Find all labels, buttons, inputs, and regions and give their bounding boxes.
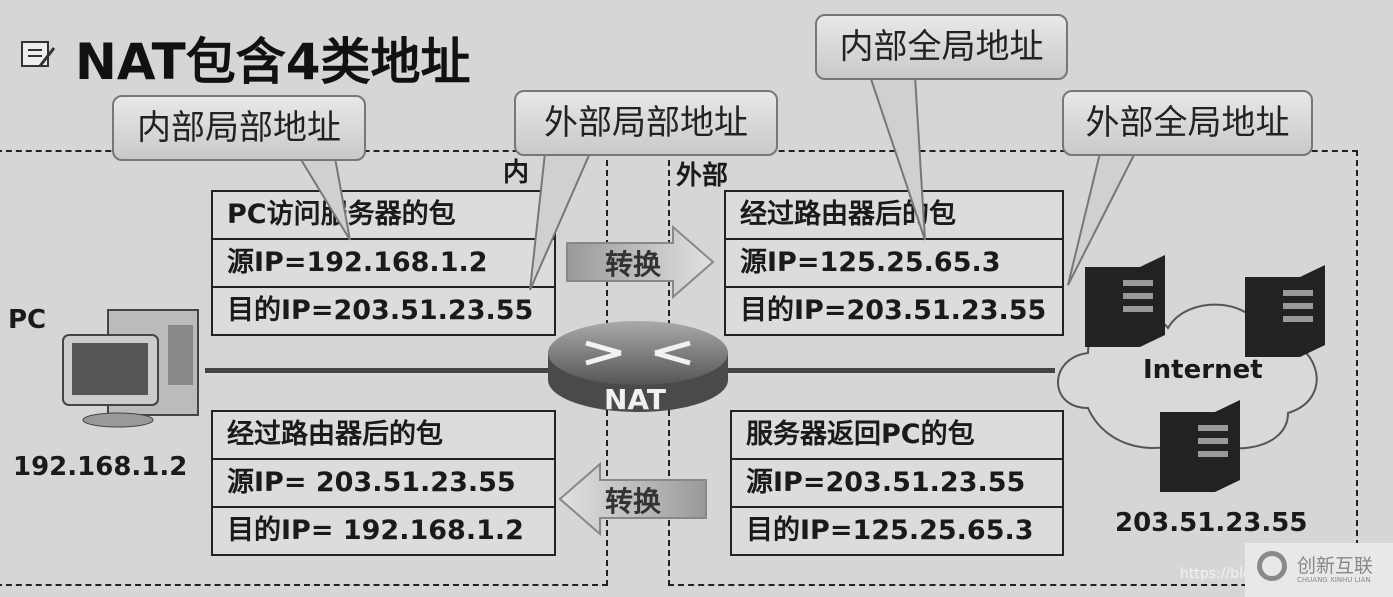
inside-label: 内 — [503, 158, 530, 188]
server-icon — [1245, 265, 1325, 357]
table-row: 源IP= 203.51.23.55 — [213, 460, 554, 508]
link-line-right — [720, 368, 1055, 373]
table-row: 源IP=203.51.23.55 — [732, 460, 1062, 508]
callout-inside-local: 内部局部地址 — [112, 95, 366, 161]
server-icon — [1160, 400, 1240, 492]
router-icon — [548, 321, 728, 412]
table-row: 源IP=192.168.1.2 — [213, 240, 554, 288]
table-row: 目的IP=203.51.23.55 — [227, 295, 534, 326]
router-label: NAT — [604, 383, 667, 416]
watermark-url: https://blo — [1180, 566, 1252, 582]
table-row: 目的IP=203.51.23.55 — [740, 295, 1047, 326]
convert-arrow-left-icon — [558, 462, 707, 537]
packet-table-bottom-right: 服务器返回PC的包 源IP=203.51.23.55 目的IP=125.25.6… — [730, 410, 1064, 556]
outside-label: 外部 — [676, 161, 729, 191]
link-line-left — [205, 368, 555, 373]
table-row: 服务器返回PC的包 — [732, 412, 1062, 460]
callout-inside-global: 内部全局地址 — [815, 14, 1068, 80]
brand-logo-icon — [1257, 551, 1287, 581]
convert-label-bottom: 转换 — [605, 485, 662, 518]
callout-outside-local: 外部局部地址 — [514, 90, 778, 156]
server-icon — [1085, 255, 1165, 347]
server-ip: 203.51.23.55 — [1115, 508, 1308, 538]
table-row: 目的IP= 192.168.1.2 — [227, 515, 524, 546]
brand-subtitle: CHUANG XINHU LIAN — [1297, 576, 1371, 584]
brand-name: 创新互联 — [1297, 555, 1374, 577]
packet-table-bottom-left: 经过路由器后的包 源IP= 203.51.23.55 目的IP= 192.168… — [211, 410, 556, 556]
table-row: 目的IP=125.25.65.3 — [746, 515, 1034, 546]
page-title: NAT包含4类地址 — [75, 33, 471, 91]
convert-label-top: 转换 — [605, 248, 662, 281]
document-icon — [21, 41, 56, 67]
watermark-brand: 创新互联 CHUANG XINHU LIAN — [1245, 543, 1393, 597]
convert-arrow-right-icon — [566, 225, 715, 300]
pc-label: PC — [8, 305, 47, 335]
callout-outside-global: 外部全局地址 — [1062, 90, 1313, 156]
pc-ip: 192.168.1.2 — [13, 452, 188, 482]
table-row: 经过路由器后的包 — [213, 412, 554, 460]
pc-icon — [62, 309, 199, 428]
internet-label: Internet — [1143, 355, 1263, 385]
table-row: 源IP=125.25.65.3 — [726, 240, 1062, 288]
